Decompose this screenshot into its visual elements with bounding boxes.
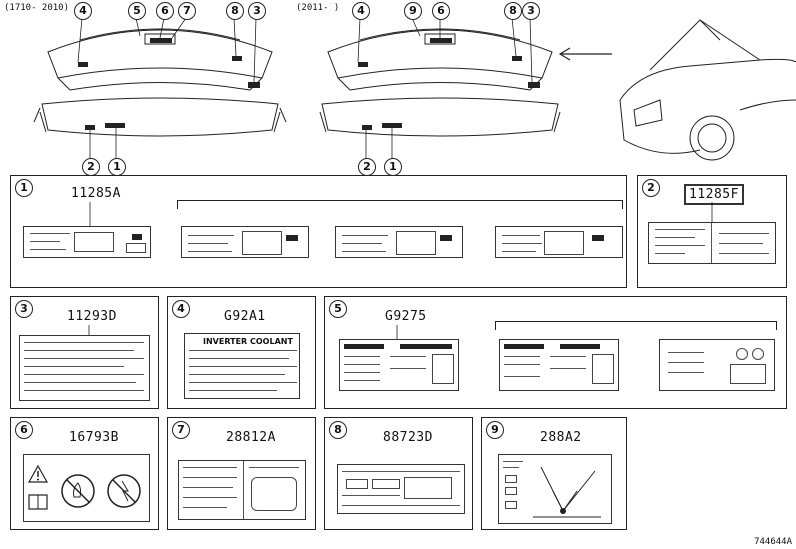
panel-5-bracket [495,321,777,330]
manual-book-icon [28,494,48,510]
figure-id: 744644A [754,537,792,547]
panel-6-code[interactable]: 16793B [69,430,119,445]
callout-right-1[interactable]: 1 [384,158,402,176]
left-hood-drawing [33,17,796,161]
panel-1-label-b [181,226,309,258]
panel-1-number: 1 [15,179,33,197]
panel-5-number: 5 [329,300,347,318]
panel-6: 6 16793B [10,417,159,530]
panel-6-number: 6 [15,421,33,439]
callout-right-8[interactable]: 8 [504,2,522,20]
no-spark-icon [107,474,141,508]
callout-left-4[interactable]: 4 [74,2,92,20]
panel-1-bracket [177,200,623,209]
callout-right-6[interactable]: 6 [432,2,450,20]
callout-left-2[interactable]: 2 [82,158,100,176]
panel-5-leader [396,325,398,339]
panel-9-label [498,454,612,524]
panel-6-label [23,454,150,522]
panel-3-code[interactable]: 11293D [67,309,117,324]
panel-1-label-d [495,226,623,258]
panel-8-label [337,464,465,514]
panel-1: 1 11285A [10,175,627,288]
panel-7-code[interactable]: 28812A [226,430,276,445]
no-fire-icon [61,474,95,508]
panel-9-number: 9 [486,421,504,439]
callout-left-6[interactable]: 6 [156,2,174,20]
panel-9-code[interactable]: 288A2 [540,430,582,445]
inverter-coolant-title: INVERTER COOLANT [203,337,293,346]
panel-2-label [648,222,776,264]
callout-right-9[interactable]: 9 [404,2,422,20]
panel-8-number: 8 [329,421,347,439]
panel-1-label-c [335,226,463,258]
panel-2-code[interactable]: 11285F [684,184,744,205]
callout-left-5[interactable]: 5 [128,2,146,20]
panel-1-leader [89,202,91,228]
panel-2-number: 2 [642,179,660,197]
callout-left-1[interactable]: 1 [108,158,126,176]
callout-right-3[interactable]: 3 [522,2,540,20]
panel-5-code[interactable]: G9275 [385,309,427,324]
panel-5-label-b [499,339,619,391]
panel-7-label [178,460,306,520]
panel-9: 9 288A2 [481,417,627,530]
panel-7: 7 28812A [167,417,316,530]
callout-right-2[interactable]: 2 [358,158,376,176]
panel-5-label-a [339,339,459,391]
callout-left-7[interactable]: 7 [178,2,196,20]
panel-2: 2 11285F [637,175,787,288]
panel-8-code[interactable]: 88723D [383,430,433,445]
panel-7-number: 7 [172,421,190,439]
warning-triangle-icon [27,464,49,483]
panel-4-label: INVERTER COOLANT [184,333,300,399]
panel-3: 3 11293D [10,296,159,409]
panel-1-code[interactable]: 11285A [71,186,121,201]
panel-4-number: 4 [172,300,190,318]
callout-right-4[interactable]: 4 [352,2,370,20]
panel-1-label-a [23,226,151,258]
panel-9-diagram [533,466,601,518]
panel-8: 8 88723D [324,417,473,530]
panel-5: 5 G9275 [324,296,787,409]
right-year-range: (2011- ) [296,3,340,13]
panel-3-number: 3 [15,300,33,318]
panel-4: 4 G92A1 INVERTER COOLANT [167,296,316,409]
callout-left-8[interactable]: 8 [226,2,244,20]
left-year-range: (1710- 2010) [4,3,70,13]
callout-left-3[interactable]: 3 [248,2,266,20]
panel-5-label-c [659,339,775,391]
panel-4-code[interactable]: G92A1 [224,309,266,324]
panel-3-label [19,335,150,401]
panel-2-leader [711,202,713,224]
